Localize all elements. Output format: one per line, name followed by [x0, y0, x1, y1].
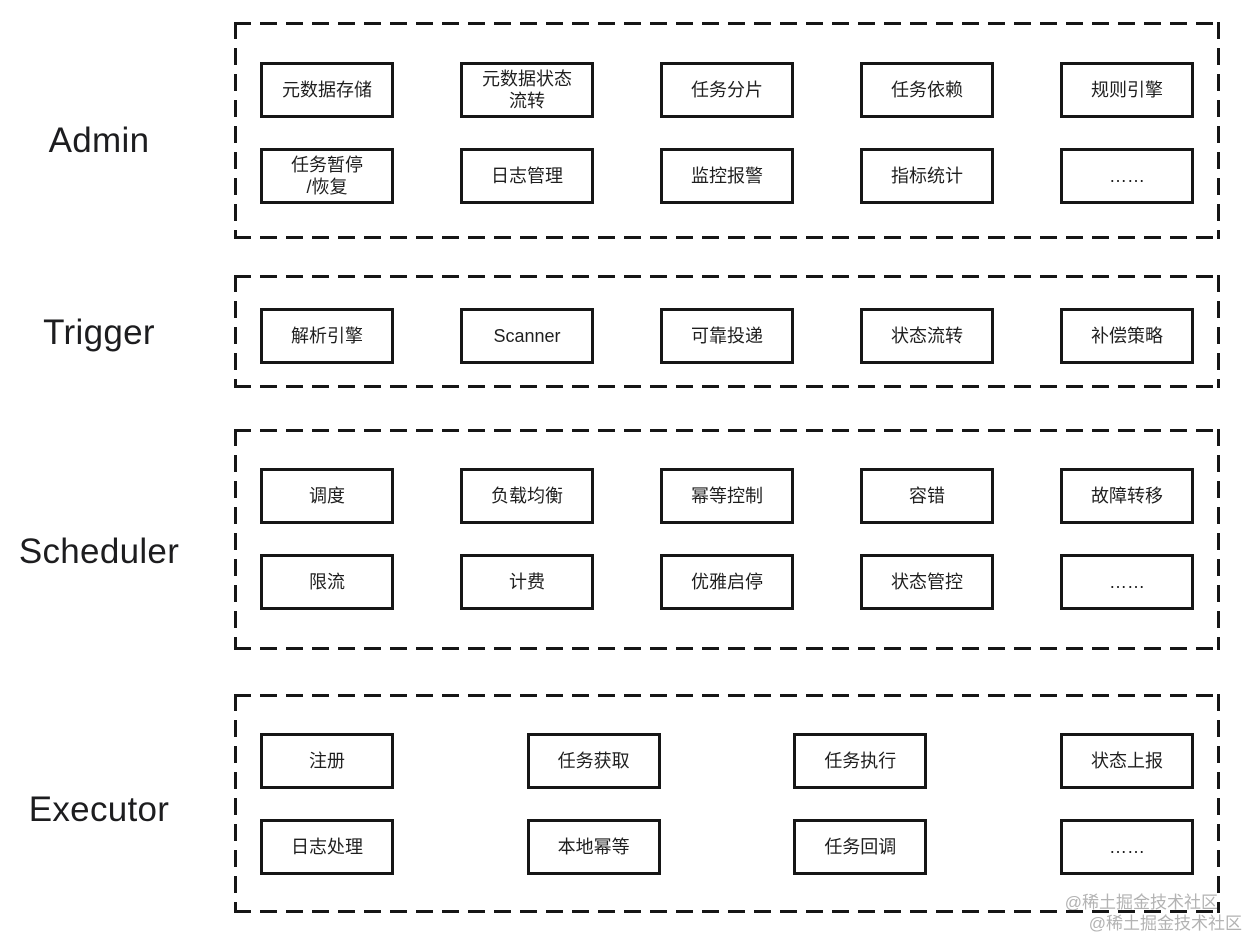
- component-box: ……: [1060, 148, 1194, 204]
- component-box: 可靠投递: [660, 308, 794, 364]
- component-box: 本地幂等: [526, 819, 661, 875]
- component-box: 任务暂停 /恢复: [260, 148, 394, 204]
- component-row: 任务暂停 /恢复 日志管理 监控报警 指标统计 ……: [260, 148, 1194, 204]
- component-row: 调度 负载均衡 幂等控制 容错 故障转移: [260, 468, 1194, 524]
- component-box: 任务依赖: [860, 62, 994, 118]
- section-frame-trigger: 解析引擎 Scanner 可靠投递 状态流转 补偿策略: [234, 275, 1220, 388]
- component-box: ……: [1060, 554, 1194, 610]
- component-box: 状态上报: [1059, 733, 1194, 789]
- component-box: 状态管控: [860, 554, 994, 610]
- component-box: 状态流转: [860, 308, 994, 364]
- section-label-scheduler: Scheduler: [18, 532, 180, 571]
- component-box: 解析引擎: [260, 308, 394, 364]
- component-box: 注册: [260, 733, 394, 789]
- component-box: 任务获取: [526, 733, 661, 789]
- component-box: 补偿策略: [1060, 308, 1194, 364]
- component-box: ……: [1059, 819, 1194, 875]
- component-box: 任务回调: [793, 819, 928, 875]
- component-box: 日志管理: [460, 148, 594, 204]
- section-frame-admin: 元数据存储 元数据状态 流转 任务分片 任务依赖 规则引擎任务暂停 /恢复 日志管理 监控报…: [234, 22, 1220, 239]
- component-row: 限流 计费 优雅启停 状态管控 ……: [260, 554, 1194, 610]
- section-label-executor: Executor: [28, 790, 170, 829]
- component-box: 负载均衡: [460, 468, 594, 524]
- section-label-trigger: Trigger: [43, 313, 155, 352]
- component-row: 日志处理 本地幂等 任务回调 ……: [260, 819, 1194, 875]
- component-box: 计费: [460, 554, 594, 610]
- component-box: 元数据存储: [260, 62, 394, 118]
- component-box: 调度: [260, 468, 394, 524]
- component-row: 注册 任务获取 任务执行 状态上报: [260, 733, 1194, 789]
- section-label-admin: Admin: [48, 121, 150, 160]
- component-box: 故障转移: [1060, 468, 1194, 524]
- section-frame-scheduler: 调度 负载均衡 幂等控制 容错 故障转移限流 计费 优雅启停 状态管控 ……: [234, 429, 1220, 650]
- component-box: 日志处理: [260, 819, 394, 875]
- component-row: 解析引擎 Scanner 可靠投递 状态流转 补偿策略: [260, 308, 1194, 364]
- component-box: 任务执行: [793, 733, 928, 789]
- section-frame-executor: 注册 任务获取 任务执行 状态上报日志处理 本地幂等 任务回调 ……: [234, 694, 1220, 913]
- component-box: 幂等控制: [660, 468, 794, 524]
- component-box: 指标统计: [860, 148, 994, 204]
- component-box: 优雅启停: [660, 554, 794, 610]
- component-box: Scanner: [460, 308, 594, 364]
- component-box: 容错: [860, 468, 994, 524]
- component-box: 任务分片: [660, 62, 794, 118]
- component-box: 监控报警: [660, 148, 794, 204]
- component-box: 元数据状态 流转: [460, 62, 594, 118]
- watermark-line: @稀土掘金技术社区: [1088, 914, 1242, 933]
- component-box: 限流: [260, 554, 394, 610]
- component-row: 元数据存储 元数据状态 流转 任务分片 任务依赖 规则引擎: [260, 62, 1194, 118]
- component-box: 规则引擎: [1060, 62, 1194, 118]
